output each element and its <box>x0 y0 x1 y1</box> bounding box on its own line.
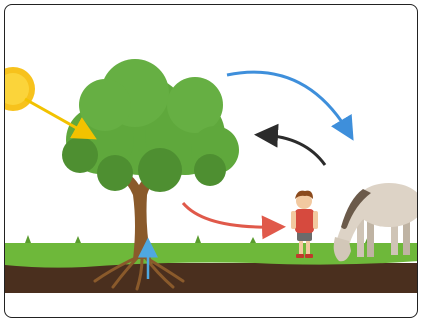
arrow-tree-to-horse <box>227 72 349 133</box>
tree-foliage <box>62 59 239 192</box>
sun-icon <box>5 67 35 111</box>
arrow-horse-to-tree <box>263 135 325 165</box>
ground <box>5 235 418 293</box>
tree-icon <box>62 59 239 259</box>
arrow-tree-to-child <box>183 203 277 227</box>
ecosystem-diagram <box>5 5 418 318</box>
diagram-frame <box>4 4 418 318</box>
